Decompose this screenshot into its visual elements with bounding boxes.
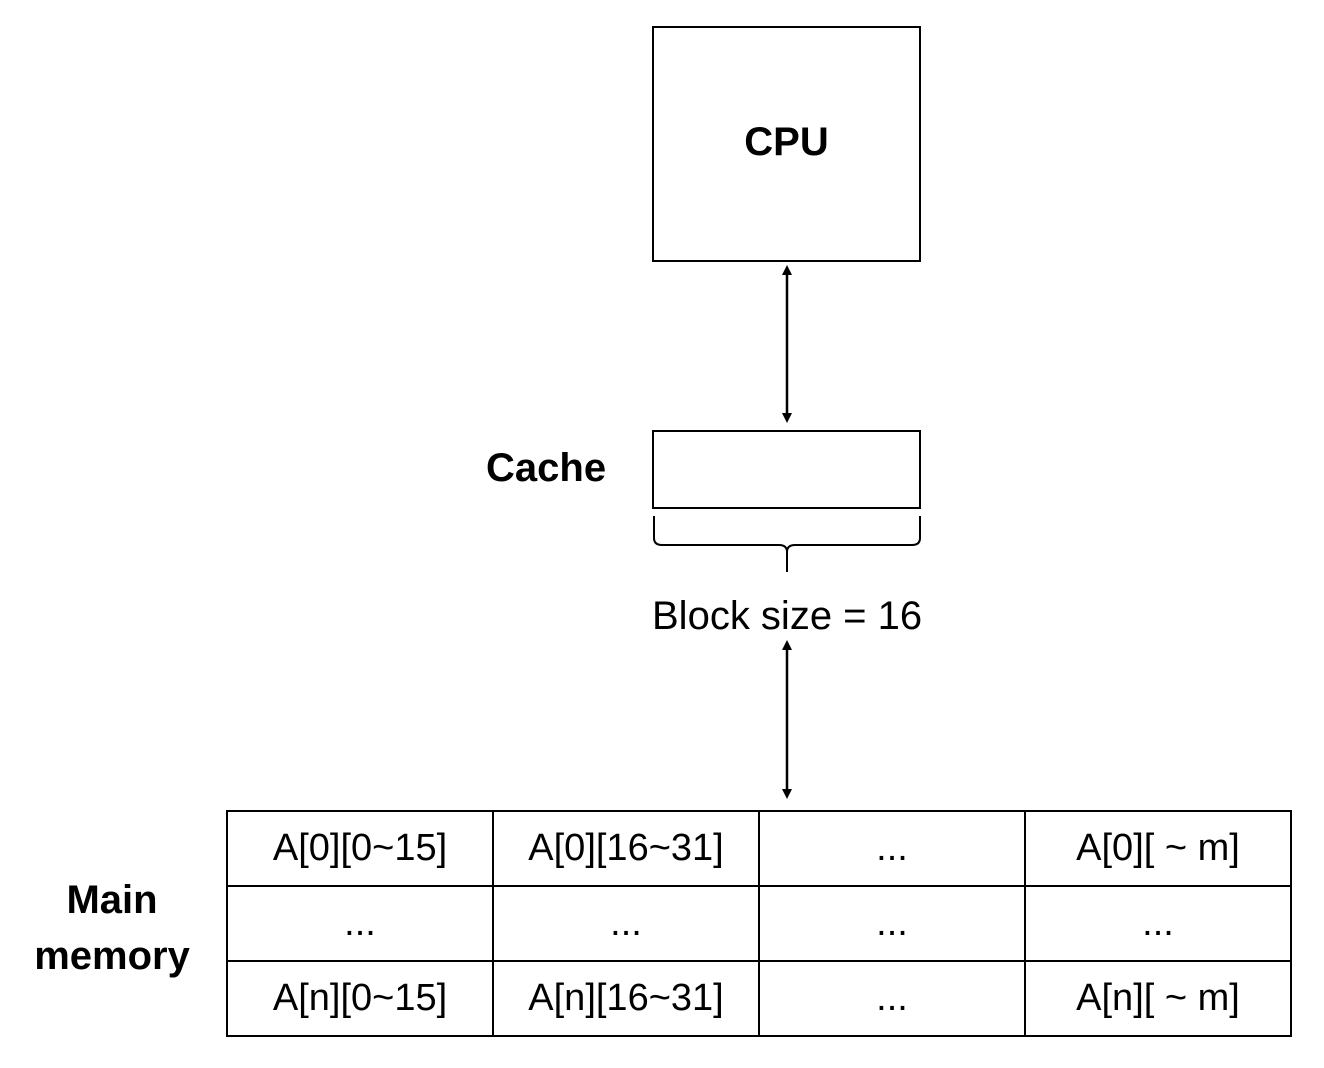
cache-label: Cache [486,446,607,490]
memory-cell: A[0][0~15] [226,810,494,887]
memory-row: A[n][0~15] A[n][16~31] ... A[n][ ~ m] [226,960,1292,1037]
memory-cell: A[n][0~15] [226,960,494,1037]
memory-cell: A[n][16~31] [492,960,760,1037]
memory-cell: A[n][ ~ m] [1024,960,1292,1037]
memory-cell: A[0][16~31] [492,810,760,887]
main-memory-label: Main memory [24,872,200,984]
memory-row: A[0][0~15] A[0][16~31] ... A[0][ ~ m] [226,810,1292,887]
memory-cell: ... [492,885,760,962]
memory-cell: ... [226,885,494,962]
main-memory-table: A[0][0~15] A[0][16~31] ... A[0][ ~ m] ..… [226,810,1292,1037]
memory-cell: ... [1024,885,1292,962]
block-size-brace [653,516,921,572]
memory-row: ... ... ... ... [226,885,1292,962]
main-memory-label-line1: Main [66,878,158,922]
memory-cell: ... [758,960,1026,1037]
cache-box [652,430,921,509]
memory-cell: A[0][ ~ m] [1024,810,1292,887]
memory-cell: ... [758,810,1026,887]
block-size-label: Block size = 16 [652,594,923,638]
cpu-label: CPU [744,119,829,164]
cpu-box: CPU [652,26,921,262]
main-memory-label-line2: memory [34,934,190,978]
memory-cell: ... [758,885,1026,962]
